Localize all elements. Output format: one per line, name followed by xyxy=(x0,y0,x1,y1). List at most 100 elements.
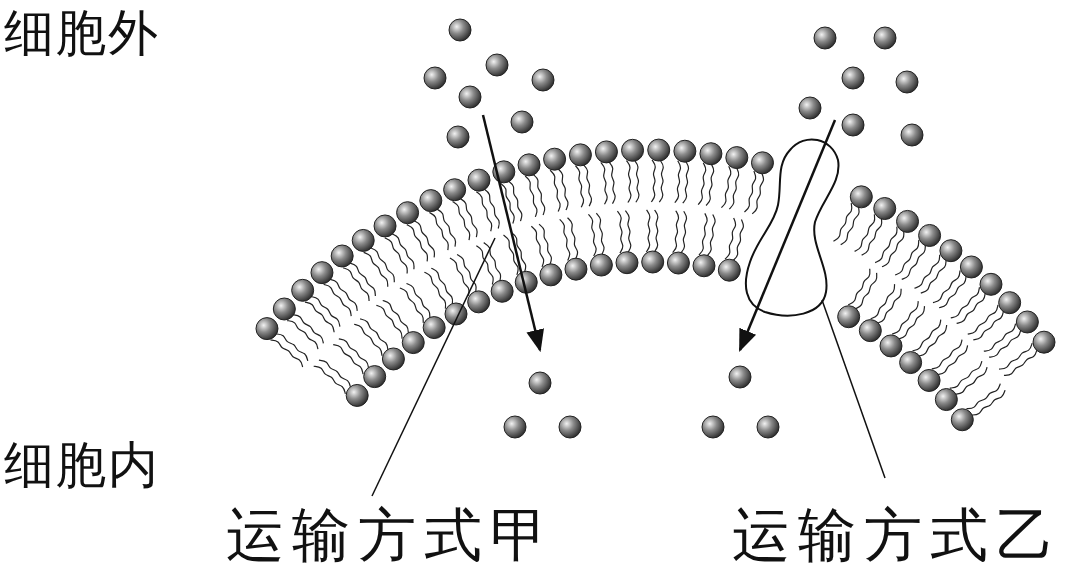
lipid-tail xyxy=(407,225,428,262)
lipid-tail xyxy=(918,325,946,356)
lipid-tail xyxy=(999,343,1032,369)
lipid-head xyxy=(960,256,982,278)
lipid-tail xyxy=(376,305,402,338)
lipid-tail xyxy=(360,319,388,351)
lipid-tail xyxy=(626,161,631,203)
lipid-head xyxy=(518,154,540,176)
lipid-head xyxy=(273,298,295,320)
lipid-tail xyxy=(733,220,744,261)
lipid-tail xyxy=(729,168,738,209)
lipid-head xyxy=(674,140,696,162)
lipid-tail xyxy=(968,305,998,334)
lipid-head xyxy=(1033,331,1055,353)
lipid-head xyxy=(838,306,860,328)
lipid-tail xyxy=(484,189,499,228)
lipid-head xyxy=(445,303,467,325)
lipid-head xyxy=(900,352,922,374)
region-label: 细胞外 xyxy=(4,8,160,58)
lipid-head xyxy=(918,369,940,391)
carrier-protein xyxy=(746,139,839,315)
lipid-head xyxy=(468,169,490,191)
lipid-tail xyxy=(939,276,966,308)
lipid-head xyxy=(256,318,278,340)
lipid-head xyxy=(880,335,902,357)
diffusion-arrow xyxy=(483,115,540,350)
lipid-tail xyxy=(625,211,630,253)
lipid-tail xyxy=(898,306,924,339)
lipid-tail xyxy=(339,339,369,369)
lipid-head xyxy=(565,258,587,280)
lipid-tail xyxy=(460,198,477,237)
lipid-tail xyxy=(583,165,591,207)
region-label: 细胞内 xyxy=(4,440,160,490)
lipid-tail xyxy=(457,255,476,293)
lipid-tail xyxy=(937,345,967,374)
lipid-head xyxy=(331,245,353,267)
lipid-tail xyxy=(913,320,941,351)
lipid-tail xyxy=(673,211,679,253)
lipid-head xyxy=(444,179,466,201)
lipid-tail xyxy=(539,224,551,265)
lipid-tail xyxy=(706,164,714,206)
lipid-tail xyxy=(902,245,926,280)
lipid-head xyxy=(999,292,1021,314)
lipid-head xyxy=(569,144,591,166)
lipid-tail xyxy=(971,390,1005,415)
lipid-head xyxy=(590,254,612,276)
lipid-head xyxy=(919,224,941,246)
lipid-tail xyxy=(699,213,707,255)
lipid-head xyxy=(859,320,881,342)
lipid-heads xyxy=(346,251,973,431)
lipid-tail xyxy=(895,240,919,275)
lipid-head xyxy=(951,409,973,431)
lipid-tail xyxy=(855,214,875,251)
lipid-head xyxy=(491,280,513,302)
lipid-head xyxy=(616,252,638,274)
lipid-tail xyxy=(892,301,918,334)
lipid-head xyxy=(874,198,896,220)
lipid-tail xyxy=(596,213,604,255)
transport-label: 运输方式乙 xyxy=(732,506,1062,564)
lipid-head xyxy=(382,348,404,370)
leader-line xyxy=(822,300,885,478)
lipid-tail xyxy=(568,218,578,259)
lipid-tail xyxy=(392,234,414,270)
lipid-tail xyxy=(276,334,308,361)
lipid-tail xyxy=(752,173,763,214)
lipid-tail xyxy=(681,211,687,253)
lipid-tail xyxy=(721,166,730,207)
lipid-tail xyxy=(855,273,877,309)
lipid-tail xyxy=(877,289,901,324)
lipid-tail xyxy=(973,311,1003,340)
lipid-tail xyxy=(319,360,351,388)
lipid-tail xyxy=(654,210,658,252)
lipid-head xyxy=(420,190,442,212)
lipid-tail xyxy=(311,296,340,326)
lipid-head xyxy=(622,139,644,161)
lipid-head xyxy=(693,255,715,277)
lipid-head xyxy=(468,291,490,313)
lipid-tail xyxy=(875,227,897,263)
lipid-tail xyxy=(383,300,409,333)
lipid-tail xyxy=(476,246,493,285)
lipid-head xyxy=(667,252,689,274)
lipid-tail xyxy=(330,279,358,311)
lipid-tail xyxy=(871,284,895,319)
lipid-tail xyxy=(984,324,1016,352)
lipid-tail xyxy=(314,366,346,394)
lipid-head xyxy=(850,186,872,208)
lipid-tails xyxy=(314,210,1005,415)
lipid-tail xyxy=(862,218,882,255)
lipid-heads xyxy=(256,139,1055,353)
lipid-tail xyxy=(882,231,904,267)
lipid-head xyxy=(544,148,566,170)
lipid-head xyxy=(726,147,748,169)
lipid-tail xyxy=(933,270,960,302)
lipid-tail xyxy=(955,367,987,394)
transport-arrow xyxy=(740,120,835,350)
lipid-tail xyxy=(424,272,445,308)
lipid-tail xyxy=(725,218,736,259)
lipid-head xyxy=(311,262,333,284)
lipid-tail xyxy=(609,162,615,204)
